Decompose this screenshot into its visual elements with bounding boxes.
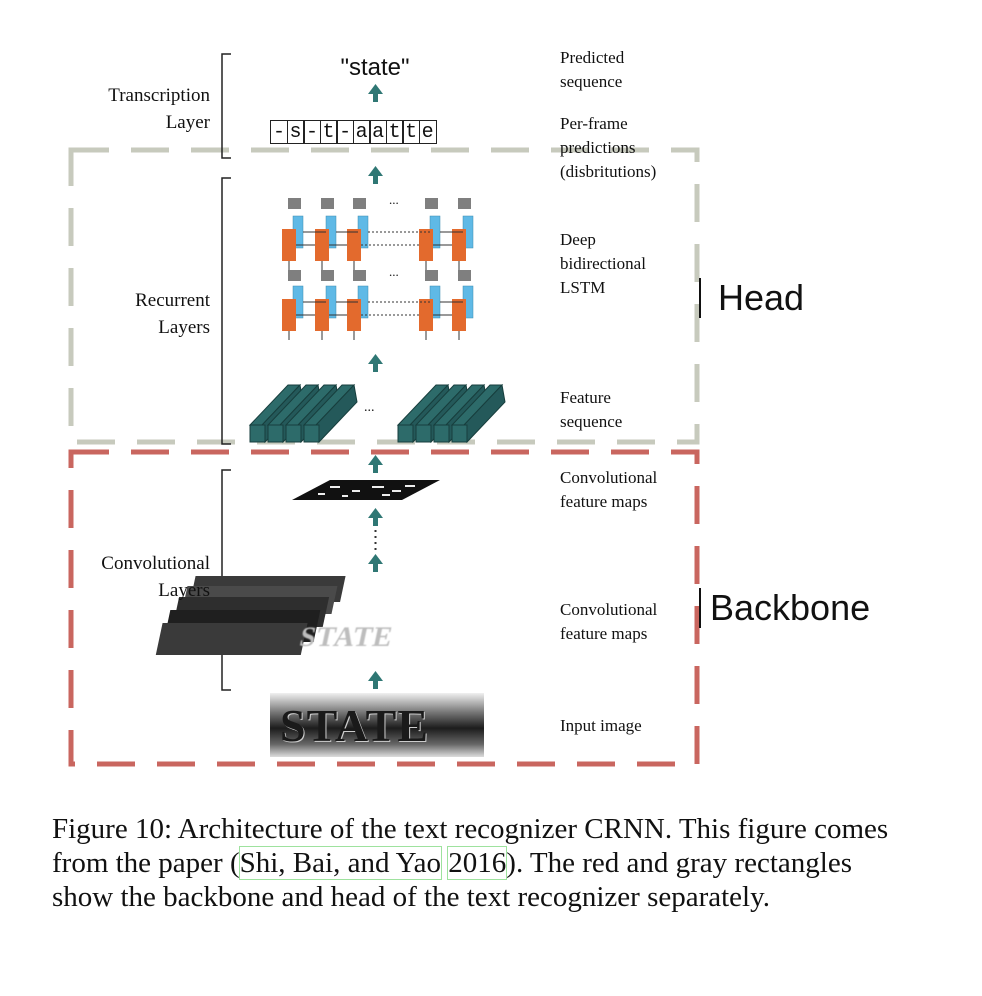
conv-feature-maps-label-bottom: Convolutional feature maps xyxy=(560,598,657,646)
arrow-icon xyxy=(368,671,383,689)
citation-year-link[interactable]: 2016 xyxy=(447,846,508,880)
input-image-text: STATE xyxy=(280,700,430,751)
perframe-cell: - xyxy=(336,120,355,144)
arrows xyxy=(368,84,383,689)
predicted-sequence-label: Predicted sequence xyxy=(560,46,624,94)
output-sequence: "state" xyxy=(340,54,410,81)
arrow-icon xyxy=(368,354,383,372)
perframe-cell: t xyxy=(402,120,421,144)
conv-feature-map-stack xyxy=(155,576,346,655)
label-line: Layers xyxy=(158,580,210,601)
transcription-bracket xyxy=(221,53,231,159)
label-line: LSTM xyxy=(560,278,606,297)
backbone-label: Backbone xyxy=(710,587,871,628)
arrow-icon xyxy=(368,554,383,572)
perframe-cell: - xyxy=(270,120,289,144)
label-line: predictions xyxy=(560,138,636,157)
perframe-predictions-label: Per-frame predictions (disbritutions) xyxy=(560,112,656,184)
figure-caption: Figure 10: Architecture of the text reco… xyxy=(52,812,912,914)
label-line: sequence xyxy=(560,72,623,91)
perframe-cell: e xyxy=(418,120,437,144)
head-label: Head xyxy=(718,277,805,318)
perframe-cell: a xyxy=(369,120,388,144)
lstm-ellipsis-bottom: ... xyxy=(389,264,399,279)
label-line: bidirectional xyxy=(560,254,646,273)
perframe-cell: s xyxy=(286,120,305,144)
label-line: Transcription xyxy=(108,85,210,106)
label-line: sequence xyxy=(560,412,623,431)
arrow-icon xyxy=(368,84,383,102)
caption-text-part2: ). The red and gray rectangles show the … xyxy=(52,847,852,913)
conv-feature-map-small xyxy=(292,480,440,500)
label-line: Per-frame xyxy=(560,114,628,133)
perframe-cell: t xyxy=(385,120,404,144)
label-line: Layer xyxy=(165,112,210,133)
lstm-row-bottom xyxy=(282,270,474,331)
input-image: STATE xyxy=(270,693,484,757)
label-line: (disbritutions) xyxy=(560,162,657,181)
label-line: feature maps xyxy=(560,492,648,511)
arrow-icon xyxy=(368,455,383,473)
recurrent-bracket xyxy=(221,177,231,445)
feature-sequence xyxy=(248,383,506,444)
input-image-label: Input image xyxy=(560,716,642,735)
convolutional-layers-label: Convolutional Layers xyxy=(60,550,210,604)
label-line: Deep xyxy=(560,230,596,249)
transcription-layer-label: Transcription Layer xyxy=(60,82,210,136)
label-line: Feature xyxy=(560,388,611,407)
label-line: Predicted xyxy=(560,48,625,67)
head-label-bar xyxy=(699,278,701,318)
lstm-ellipsis-top: ... xyxy=(389,192,399,207)
label-line: Convolutional xyxy=(101,553,210,574)
perframe-cell: - xyxy=(303,120,322,144)
arrow-icon xyxy=(368,508,383,526)
lstm-row-top xyxy=(282,198,474,261)
perframe-cell: a xyxy=(352,120,371,144)
recurrent-layers-label: Recurrent Layers xyxy=(60,287,210,341)
backbone-region-box xyxy=(68,449,700,767)
lstm-label: Deep bidirectional LSTM xyxy=(560,228,646,300)
feature-sequence-label: Feature sequence xyxy=(560,386,622,434)
arrow-icon xyxy=(368,166,383,184)
label-line: Layers xyxy=(158,317,210,338)
caption-text-part1: Figure 10: Architecture of the text reco… xyxy=(52,813,889,879)
label-line: Convolutional xyxy=(560,468,658,487)
lstm-grid xyxy=(282,198,474,340)
label-line: feature maps xyxy=(560,624,648,643)
backbone-label-bar xyxy=(699,588,701,628)
label-line: Recurrent xyxy=(135,290,210,311)
conv-map-text: STATE xyxy=(296,622,397,653)
head-region-box xyxy=(68,147,700,445)
citation-authors-link[interactable]: Shi, Bai, and Yao xyxy=(238,846,443,880)
conv-feature-maps-label-top: Convolutional feature maps xyxy=(560,466,657,514)
label-line: Convolutional xyxy=(560,600,658,619)
feature-ellipsis: ... xyxy=(364,400,375,415)
perframe-cell: t xyxy=(319,120,338,144)
